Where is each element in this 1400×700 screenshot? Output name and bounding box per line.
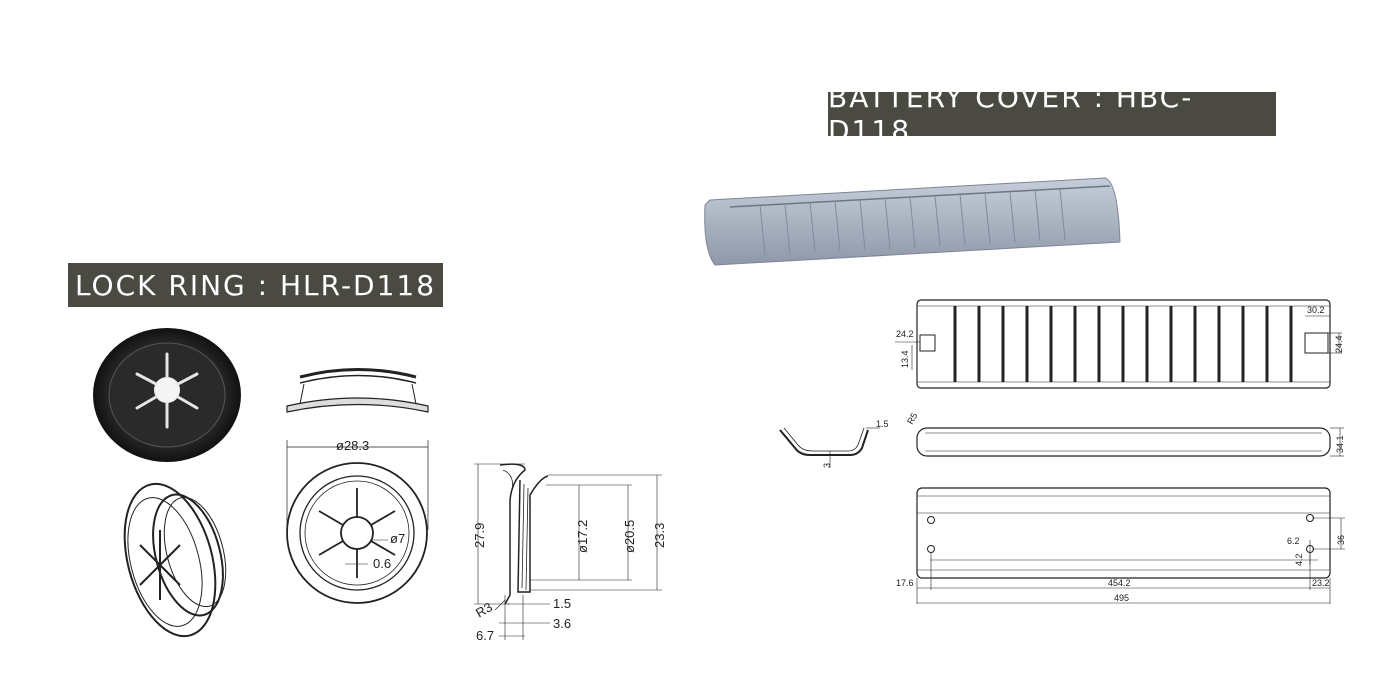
lock-ring-front-drawing (286, 440, 429, 604)
dim-24-2: 24.2 (896, 329, 914, 339)
battery-cover-top-view (895, 299, 1342, 389)
dim-r5: R5 (905, 411, 919, 426)
dim-27-9: 27.9 (472, 523, 487, 548)
dim-phi-28-3: ø28.3 (336, 438, 369, 453)
lock-ring-render-perspective (123, 482, 227, 638)
dim-34-1: 34.1 (1335, 435, 1345, 453)
battery-cover-bottom-view (916, 487, 1345, 604)
dim-3-6: 3.6 (553, 616, 571, 631)
lock-ring-render-side (286, 368, 429, 413)
lock-ring-render-front (93, 328, 241, 462)
dim-454-2: 454.2 (1108, 578, 1131, 588)
dim-4-2: 4.2 (1294, 553, 1304, 566)
dim-phi-17-2: ø17.2 (575, 520, 590, 553)
dim-1-5-section: 1.5 (876, 419, 889, 429)
dim-0-6: 0.6 (373, 556, 391, 571)
battery-cover-render (704, 177, 1121, 266)
dim-phi-7: ø7 (390, 531, 405, 546)
lock-ring-section-drawing (474, 463, 662, 640)
battery-cover-side-view (916, 427, 1344, 457)
lock-ring-title: LOCK RING : HLR-D118 (68, 263, 443, 307)
dim-r3: R3 (473, 599, 495, 620)
dim-30-2: 30.2 (1307, 305, 1325, 315)
dim-495: 495 (1114, 593, 1129, 603)
battery-cover-section (779, 427, 880, 468)
dim-17-6: 17.6 (896, 578, 914, 588)
dim-23-2: 23.2 (1312, 578, 1330, 588)
dim-23-3: 23.3 (652, 523, 667, 548)
dim-3-section: 3 (822, 463, 832, 468)
dim-phi-20-5: ø20.5 (622, 520, 637, 553)
dim-13-4: 13.4 (900, 350, 910, 368)
dim-36: 36 (1336, 535, 1346, 545)
dim-1-5-ring: 1.5 (553, 596, 571, 611)
dim-6-2: 6.2 (1287, 536, 1300, 546)
dim-6-7: 6.7 (476, 628, 494, 643)
dim-24-4: 24.4 (1334, 335, 1344, 353)
